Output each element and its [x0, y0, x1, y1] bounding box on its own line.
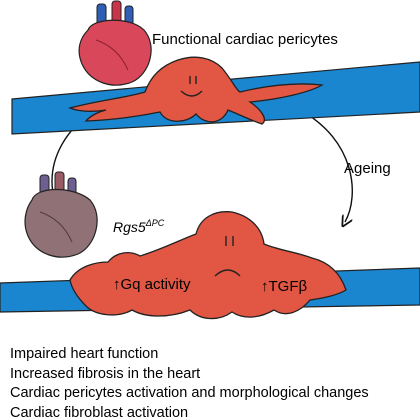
aged-heart-icon [24, 171, 98, 258]
finding-item: Increased fibrosis in the heart [10, 365, 201, 382]
finding-item: Cardiac fibroblast activation [10, 404, 189, 420]
cycle-arrow-right [299, 109, 353, 222]
ageing-label: Ageing [344, 160, 391, 177]
tgf-beta-label: ↑TGFβ [261, 278, 308, 295]
gq-activity-label: ↑Gq activity [113, 276, 191, 293]
functional-pericytes-title: Functional cardiac pericytes [152, 31, 338, 48]
finding-item: Cardiac pericytes activation and morphol… [10, 385, 369, 401]
pericyte-cell-bottom [69, 211, 347, 320]
rgs5-gene-name: Rgs5 [113, 219, 146, 235]
finding-item: Impaired heart function [10, 346, 159, 362]
heart-icon [78, 0, 152, 86]
findings-list: Impaired heart function Increased fibros… [10, 345, 369, 420]
pericyte-cell-top [67, 56, 325, 125]
rgs5-knockout-label: Rgs5ΔPC [113, 218, 164, 235]
rgs5-superscript: ΔPC [145, 218, 165, 228]
